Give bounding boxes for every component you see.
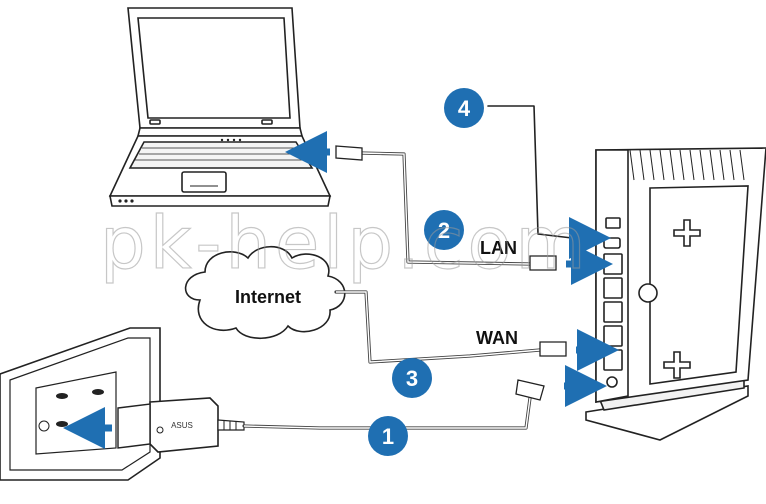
- wall-outlet: [0, 327, 161, 481]
- step-badge-3: 3: [392, 358, 432, 398]
- step-number-1: 1: [382, 424, 394, 449]
- step-number-4: 4: [458, 96, 471, 121]
- rj45-plug-laptop: [335, 145, 363, 161]
- step-badge-2: 2: [424, 210, 464, 250]
- internet-label: Internet: [235, 287, 301, 307]
- step4-leader-line: [487, 105, 573, 239]
- router-illustration: [585, 147, 766, 441]
- power-adapter: ASUS: [117, 397, 245, 453]
- adapter-brand-label: ASUS: [171, 421, 193, 430]
- wan-label: WAN: [476, 328, 518, 348]
- step-badge-1: 1: [368, 416, 408, 456]
- internet-cloud: Internet: [184, 245, 346, 339]
- watermark-text: pk-help.com: [100, 201, 590, 285]
- step-badge-4: 4: [444, 88, 484, 128]
- laptop-illustration: [108, 7, 332, 207]
- lan-label: LAN: [480, 238, 517, 258]
- rj45-plug-wan: [539, 341, 567, 357]
- step-number-2: 2: [438, 218, 450, 243]
- rj45-plug-lan: [529, 255, 557, 271]
- dc-plug: [515, 379, 545, 401]
- connectors: [335, 145, 567, 401]
- step-number-3: 3: [406, 366, 418, 391]
- direction-arrows: [63, 131, 619, 449]
